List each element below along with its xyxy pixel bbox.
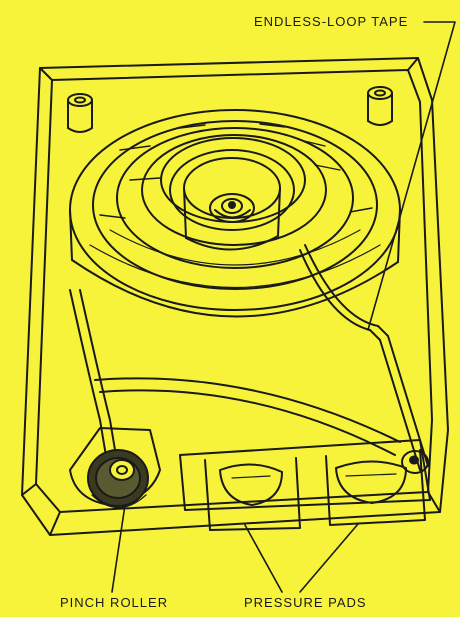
label-pinch-roller: PINCH ROLLER (60, 595, 168, 610)
tape-path (70, 245, 428, 480)
leader-line-pinch-roller (112, 505, 125, 592)
pinch-roller (70, 428, 160, 508)
leader-line-pressure-pads-left (245, 525, 282, 592)
label-endless-loop-tape: ENDLESS-LOOP TAPE (254, 14, 408, 29)
label-pressure-pads: PRESSURE PADS (244, 595, 367, 610)
mounting-post-left (68, 94, 92, 132)
mounting-post-right (368, 87, 392, 125)
leader-line-endless-loop-tape (368, 22, 455, 330)
leader-line-pressure-pads-right (300, 524, 358, 592)
cartridge-housing (22, 58, 448, 535)
reel-hub (170, 150, 294, 250)
